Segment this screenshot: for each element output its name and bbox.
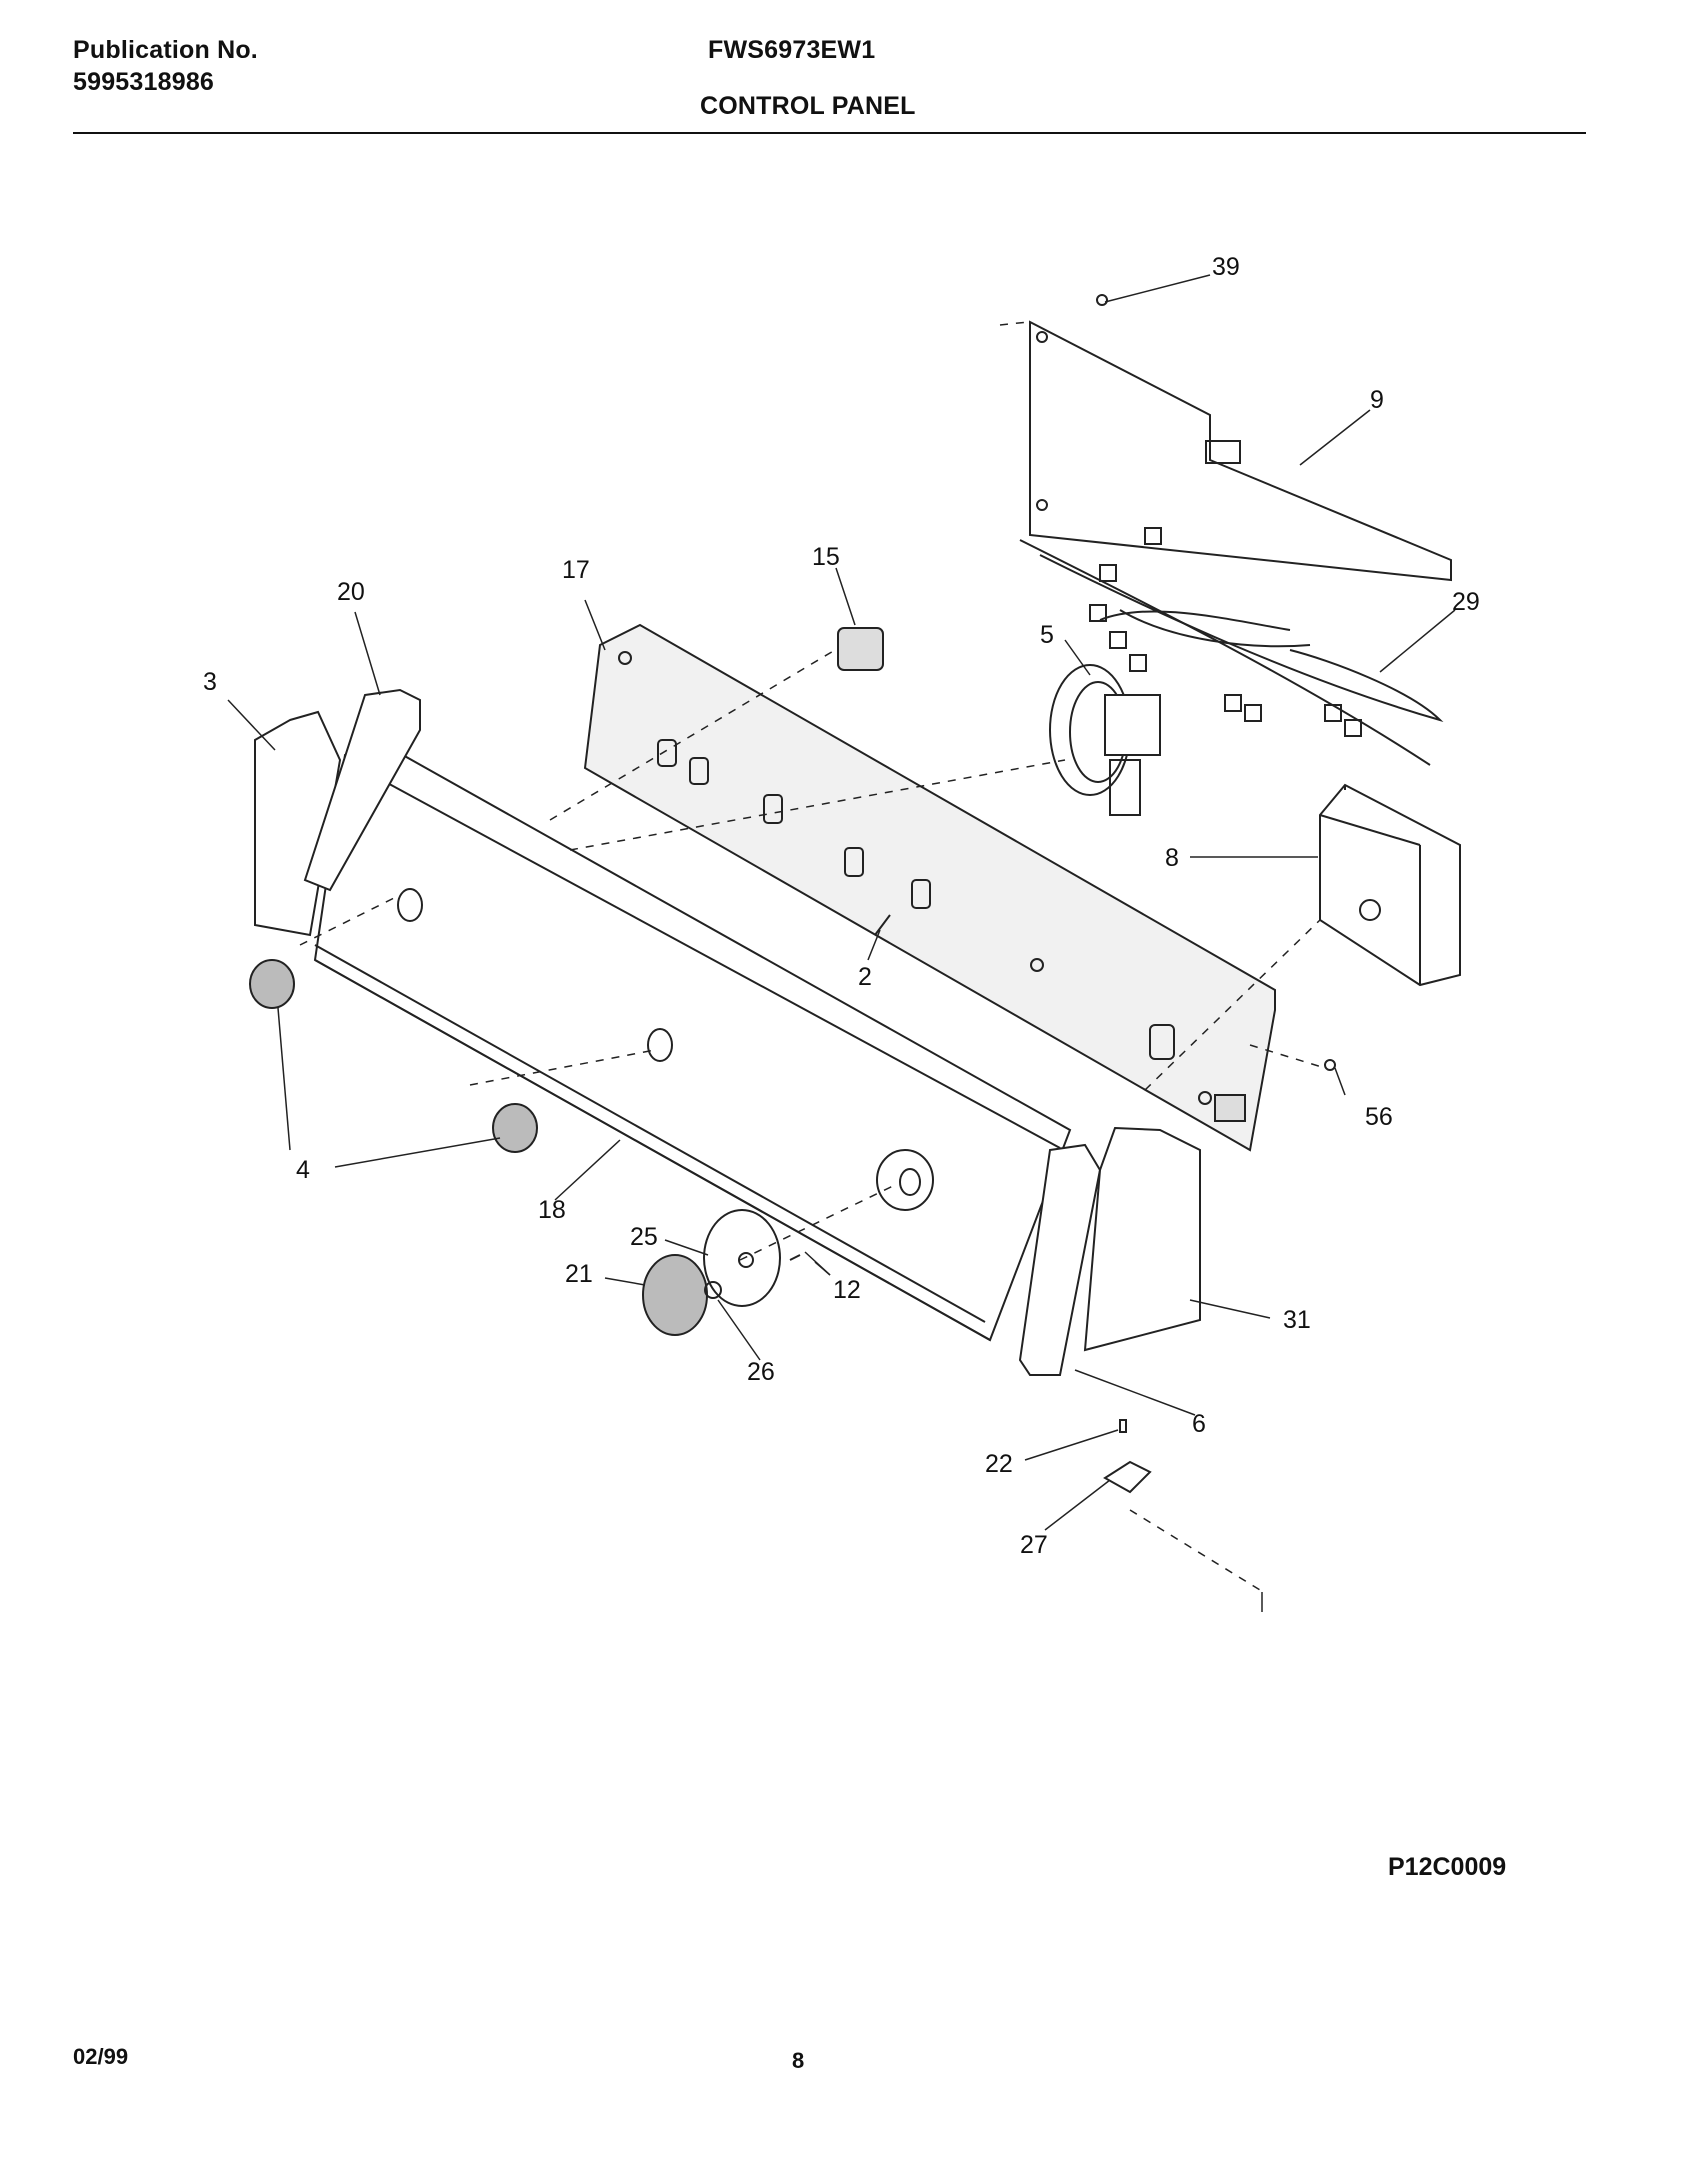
wire-harness — [1019, 527, 1444, 766]
diagram-reference-code: P12C0009 — [1388, 1853, 1507, 1881]
callout-21: 21 — [565, 1260, 593, 1288]
callout-22: 22 — [985, 1450, 1013, 1478]
console-panel — [313, 743, 1072, 1342]
left-end-cap — [254, 688, 421, 937]
callout-4: 4 — [296, 1156, 310, 1184]
switch-15 — [837, 627, 884, 671]
callout-17: 17 — [562, 556, 590, 584]
header-rule — [73, 132, 1586, 134]
callout-9: 9 — [1370, 386, 1384, 414]
knobs — [249, 959, 781, 1336]
callout-12: 12 — [833, 1276, 861, 1304]
callout-5: 5 — [1040, 621, 1054, 649]
timer — [1319, 783, 1461, 987]
callout-labels: 39 9 29 15 17 20 3 5 8 2 4 18 56 25 21 1… — [203, 253, 1480, 1559]
publication-number: 5995318986 — [73, 68, 215, 96]
page-number: 8 — [792, 2048, 805, 2073]
hardware — [789, 294, 1336, 1494]
callout-3: 3 — [203, 668, 217, 696]
callout-2: 2 — [858, 963, 872, 991]
callout-27: 27 — [1020, 1531, 1048, 1559]
callout-39: 39 — [1212, 253, 1240, 281]
callout-18: 18 — [538, 1196, 566, 1224]
wiring-cover-plate — [1029, 320, 1452, 582]
callout-25: 25 — [630, 1223, 658, 1251]
callout-29: 29 — [1452, 588, 1480, 616]
footer-date: 02/99 — [73, 2044, 129, 2069]
callout-6: 6 — [1192, 1410, 1206, 1438]
callout-31: 31 — [1283, 1306, 1311, 1334]
leader-lines — [227, 274, 1456, 1531]
callout-56: 56 — [1365, 1103, 1393, 1131]
callout-26: 26 — [747, 1358, 775, 1386]
model-number: FWS6973EW1 — [708, 36, 876, 64]
callout-20: 20 — [337, 578, 365, 606]
publication-label: Publication No. — [73, 36, 258, 64]
right-end-cap — [1018, 1126, 1201, 1376]
section-title: CONTROL PANEL — [700, 92, 916, 120]
alignment-lines — [299, 321, 1326, 1591]
callout-8: 8 — [1165, 844, 1179, 872]
control-board — [583, 623, 1276, 1152]
callout-15: 15 — [812, 543, 840, 571]
pressure-switch — [1049, 664, 1161, 816]
